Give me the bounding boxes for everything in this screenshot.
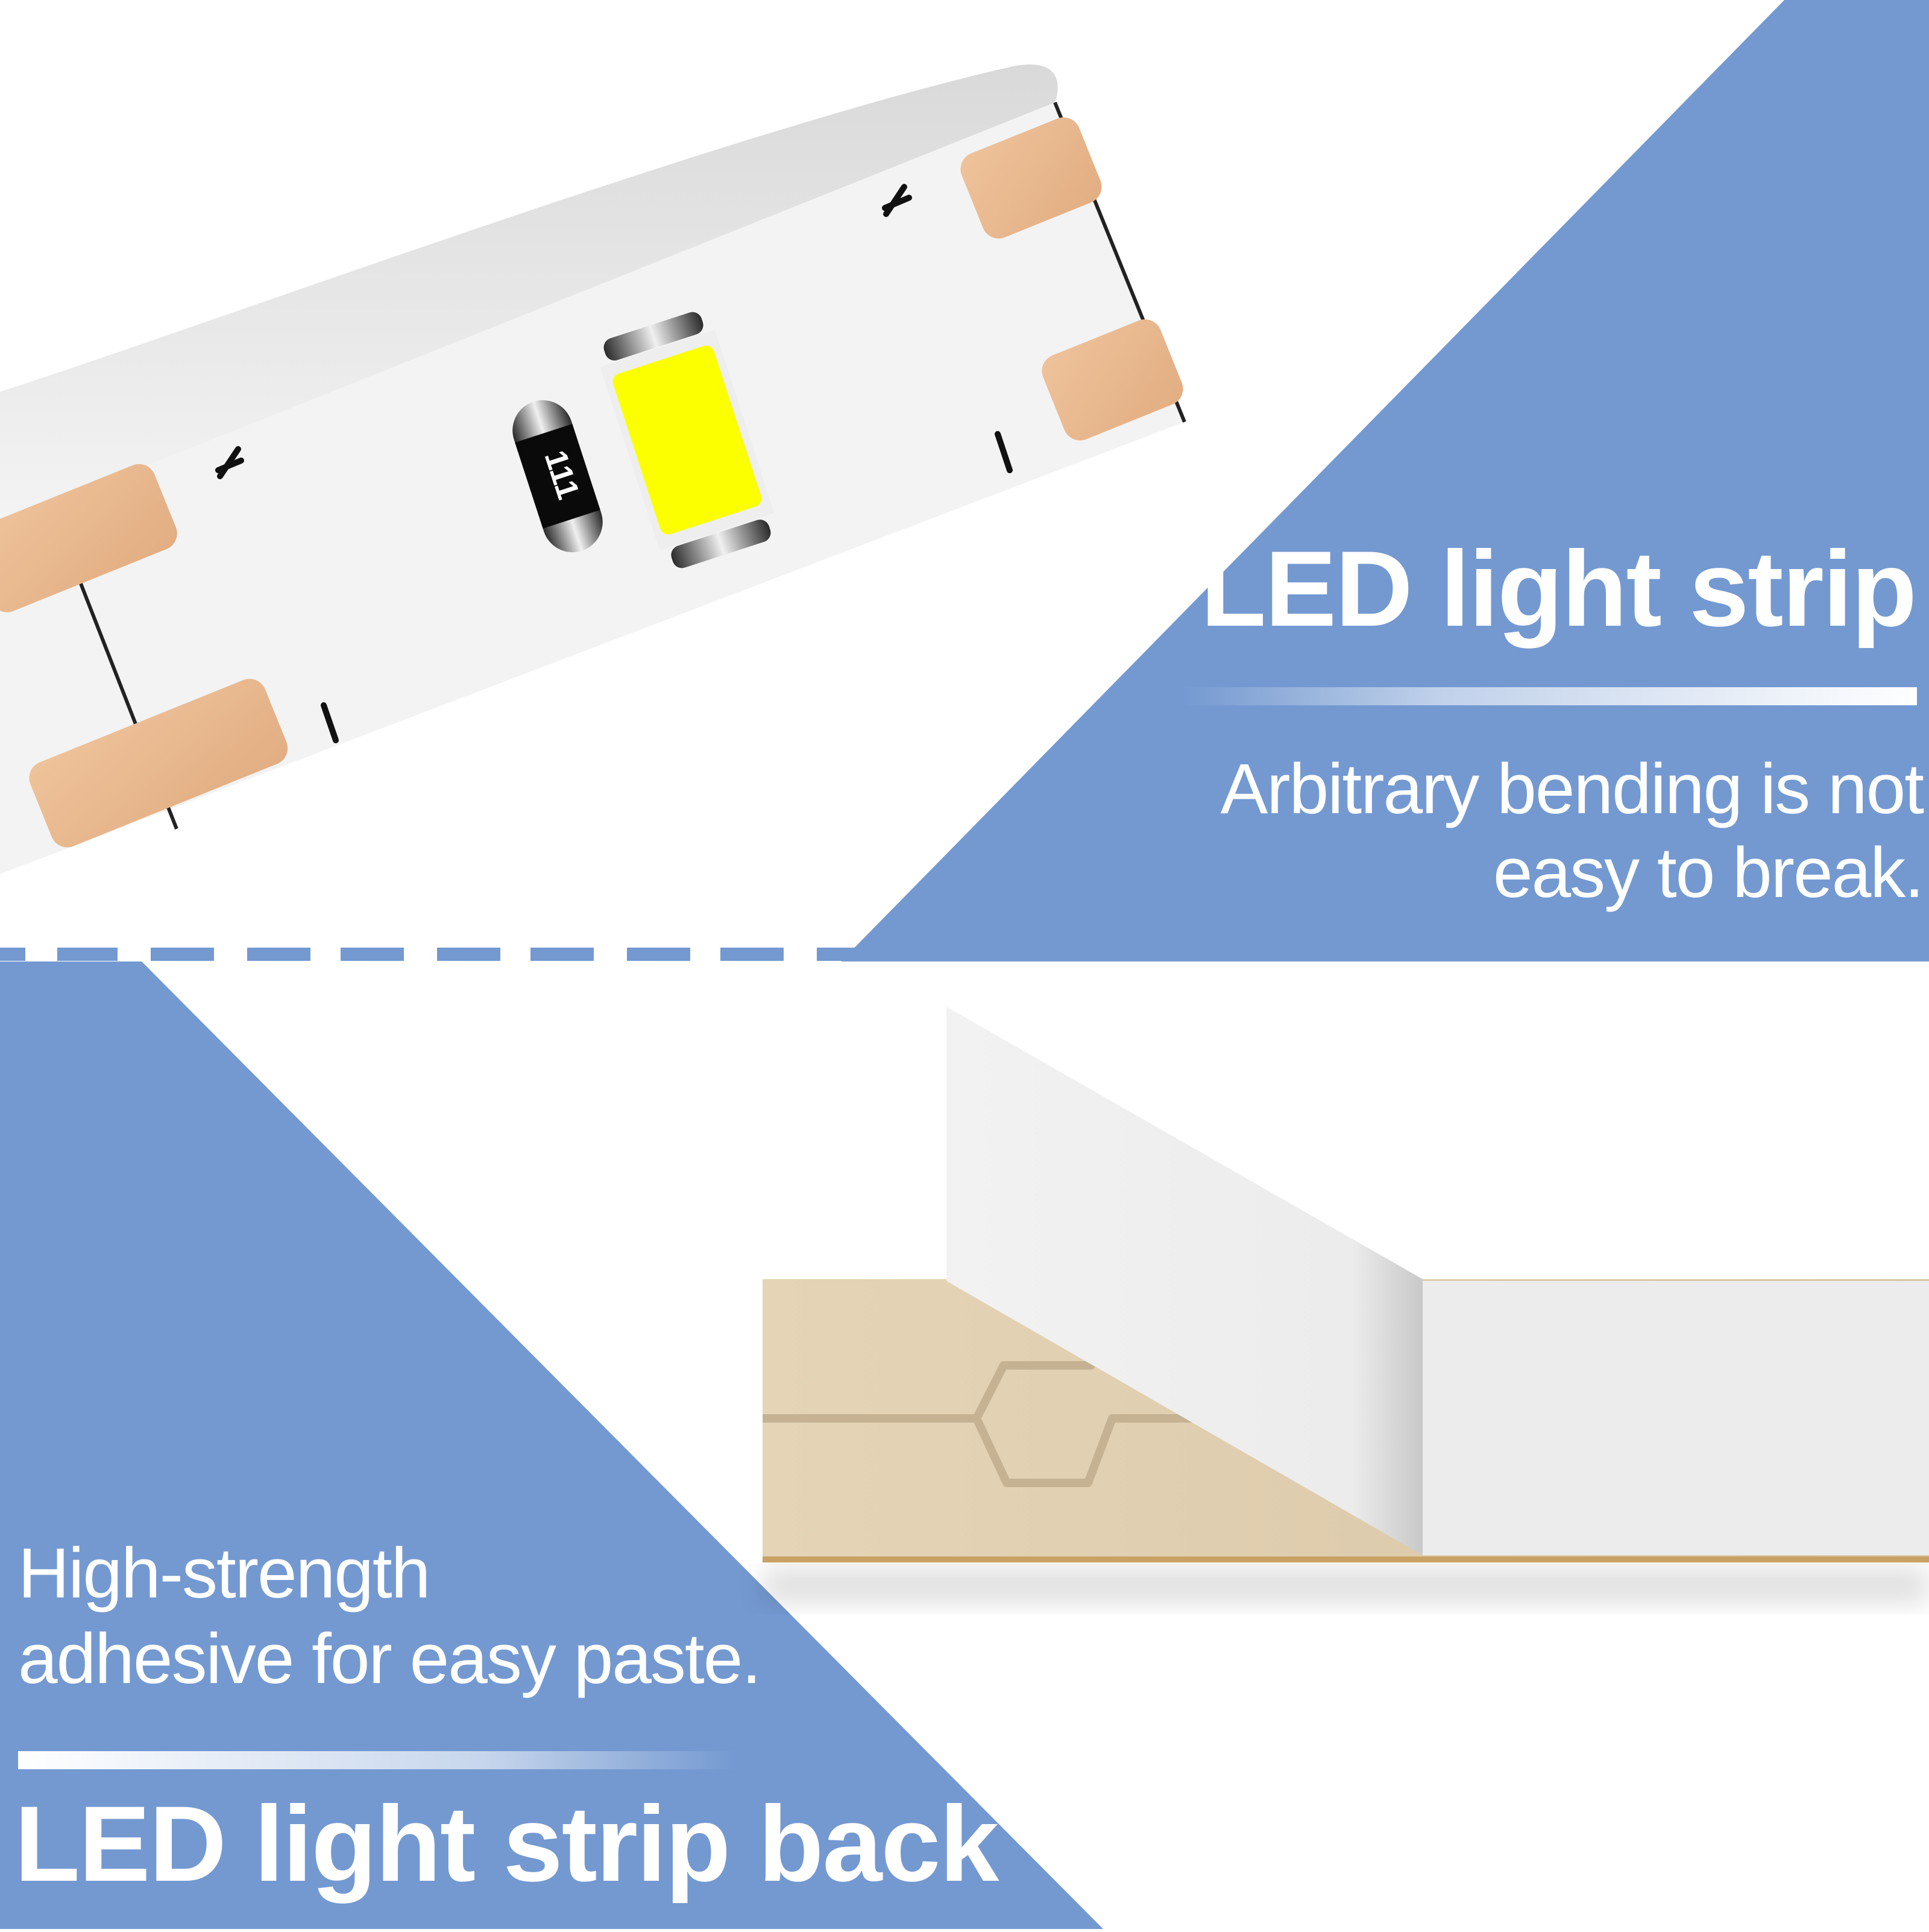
bottom-description-line: High-strength [18, 1534, 430, 1613]
top-section-title: LED light strip [1200, 529, 1917, 649]
plus-mark [215, 184, 912, 479]
backing-liner [1423, 1281, 1929, 1555]
adhesive-strip-back [763, 1007, 1929, 1603]
strip-curl-shadow [0, 65, 1058, 524]
top-blue-panel [841, 0, 1929, 961]
bottom-section-title: LED light strip back [14, 1784, 999, 1904]
copper-pad [0, 464, 177, 612]
top-section-description: Arbitrary bending is not easy to break. [1220, 747, 1924, 915]
bottom-section-description: High-strength adhesive for easy paste. [18, 1531, 761, 1702]
smd-resistor: 111 [512, 400, 603, 553]
bottom-description-line: adhesive for easy paste. [18, 1619, 761, 1699]
bottom-divider-bar [18, 1751, 735, 1769]
minus-mark [321, 431, 1013, 743]
copper-pad [1042, 319, 1183, 441]
smd-led-chip [600, 312, 775, 568]
copper-pad [960, 117, 1102, 239]
peeled-release-film [946, 1007, 1423, 1555]
top-description-line: easy to break. [1493, 833, 1924, 913]
led-strip-front: 111 [0, 65, 1186, 874]
copper-pad [29, 679, 288, 848]
top-description-line: Arbitrary bending is not [1220, 749, 1924, 829]
dashed-divider [0, 948, 877, 961]
top-divider-bar [1182, 687, 1917, 705]
adhesive-edge [763, 1556, 1929, 1562]
bottom-blue-panel [0, 961, 1103, 1929]
